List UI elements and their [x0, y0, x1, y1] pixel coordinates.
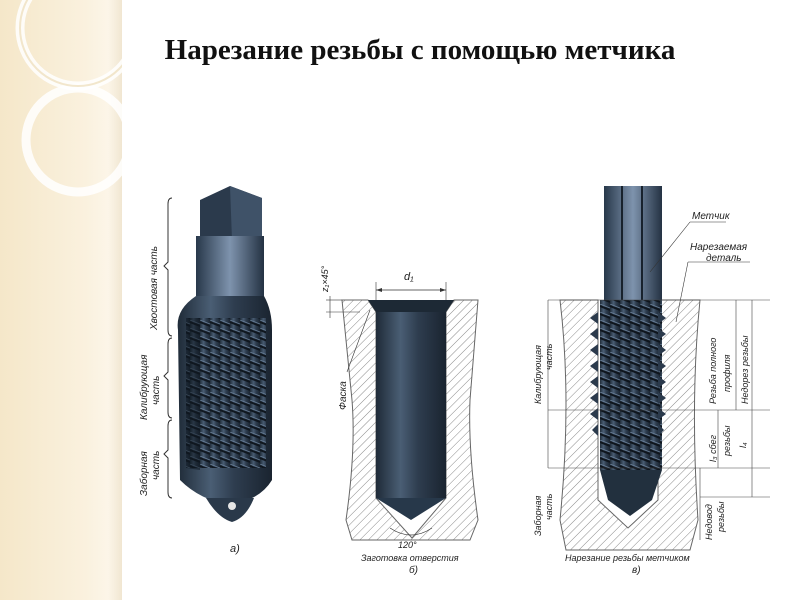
label-intake-1: Заборная [138, 450, 150, 496]
label-c-calibrating-1: Калибрующая [533, 345, 543, 404]
label-runout-2: резьбы [722, 425, 732, 457]
tap-shank-c [604, 186, 662, 304]
hole-drill-point [376, 498, 446, 520]
label-incomplete-thread: Недорез резьбы [740, 335, 750, 404]
label-angle-120: 120° [398, 540, 417, 550]
caption-b-letter: б) [409, 564, 418, 576]
figure-a-tap: Хвостовая часть Калибрующая часть Заборн… [138, 186, 272, 555]
tap-shank [196, 236, 264, 298]
label-workpiece-1: Нарезаемая [690, 242, 748, 253]
label-tap: Метчик [692, 211, 731, 222]
slide-title: Нарезание резьбы с помощью метчика [164, 34, 676, 66]
decorative-side-panel [0, 0, 122, 600]
label-c-calibrating-2: часть [544, 343, 554, 370]
label-chamfer-dim: z₁×45° [320, 265, 330, 293]
bracket-tail [163, 197, 173, 337]
decorative-rings [15, 0, 122, 197]
caption-a: а) [230, 543, 240, 555]
label-d1: d₁ [404, 271, 414, 283]
tap-center-hole [228, 502, 236, 510]
label-undercut-1: Недовод [704, 504, 714, 540]
label-c-intake-1: Заборная [533, 495, 543, 536]
label-calibrating-1: Калибрующая [138, 354, 150, 420]
hole-chamfer [368, 300, 454, 312]
label-calibrating-2: часть [151, 376, 162, 405]
tap-threads-c [600, 300, 662, 470]
bracket-calibrating [163, 337, 173, 419]
figure-c-tapping: Метчик Нарезаемая деталь Калибрующая час… [533, 186, 770, 576]
label-chamfer: Фаска [338, 381, 349, 410]
label-intake-2: часть [151, 451, 162, 480]
bracket-intake [163, 419, 173, 499]
label-workpiece-2: деталь [706, 253, 742, 264]
label-full-profile-1: Резьба полного [708, 338, 718, 404]
label-runout-1: l₃ сбег [708, 434, 718, 462]
caption-c-text: Нарезание резьбы метчиком [565, 553, 690, 563]
label-tail-part: Хвостовая часть [149, 246, 160, 331]
figure-b-hole: d₁ z₁×45° Фаска 120° Заготовка отверстия… [320, 265, 479, 576]
tap-tip-c [600, 470, 662, 516]
label-l4: l₄ [738, 442, 748, 448]
tap-flute [186, 318, 200, 470]
hole-thread-teeth [590, 312, 666, 436]
side-panel-shadow [108, 0, 122, 600]
caption-b-text: Заготовка отверстия [361, 553, 459, 563]
label-full-profile-2: профиля [722, 354, 732, 392]
label-undercut-2: резьбы [716, 501, 726, 533]
label-c-intake-2: часть [544, 493, 554, 520]
caption-c-letter: в) [632, 565, 641, 576]
hole-bore [376, 312, 446, 498]
